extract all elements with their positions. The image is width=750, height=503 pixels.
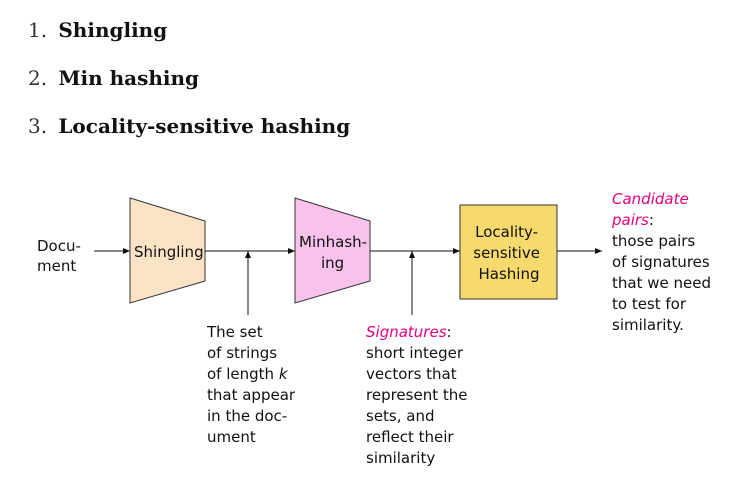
list-item: 1. Shingling [28, 18, 167, 42]
shingles-description: The set of strings of length k that appe… [206, 323, 300, 446]
list-item-label: Shingling [58, 18, 168, 42]
candidate-pairs-title: Candidate pairs: [611, 190, 693, 229]
candidate-pairs-description: those pairs of signatures that we need t… [612, 232, 716, 334]
lsh-block [459, 204, 558, 300]
minhashing-label: Minhash- ing [299, 233, 372, 272]
list-item: 3. Locality-sensitive hashing [28, 114, 350, 138]
lsh-label: Locality- sensitive Hashing [473, 223, 544, 283]
list-item-number: 3. [28, 114, 48, 138]
list-item-label: Locality-sensitive hashing [58, 114, 351, 138]
signatures-title: Signatures: [366, 323, 452, 341]
shingling-label: Shingling [134, 243, 204, 261]
signatures-description: short integer vectors that represent the… [366, 344, 472, 467]
document-label: Docu- ment [37, 237, 86, 275]
list-item: 2. Min hashing [28, 66, 199, 90]
list-item-label: Min hashing [58, 66, 200, 90]
minhashing-block [294, 197, 371, 304]
list-item-number: 2. [28, 66, 48, 90]
list-item-number: 1. [28, 18, 48, 42]
shingling-block [129, 197, 206, 304]
